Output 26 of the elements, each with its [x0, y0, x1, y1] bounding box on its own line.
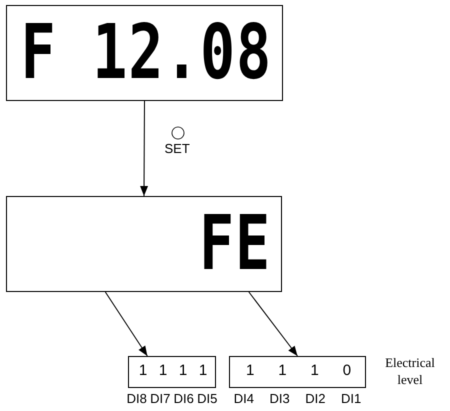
- arrow: [140, 100, 148, 196]
- arrow: [248, 292, 298, 356]
- bit-value: 1: [277, 362, 288, 379]
- input-label: DI2: [304, 391, 326, 406]
- bit-value: 1: [198, 362, 208, 379]
- input-label: DI6: [172, 391, 195, 406]
- bit-value: 1: [178, 362, 188, 379]
- bit-value: 1: [244, 362, 256, 379]
- bit-field-box: [229, 356, 366, 388]
- segment-display-text: FE: [199, 198, 271, 290]
- note-text: Electrical level: [384, 354, 436, 388]
- bit-value: 1: [138, 362, 148, 379]
- input-label: DI5: [196, 391, 218, 406]
- arrow: [104, 292, 148, 356]
- bit-value: 1: [158, 362, 168, 379]
- input-label: DI1: [340, 391, 362, 406]
- bit-value: 0: [342, 362, 352, 379]
- input-label: DI7: [149, 391, 172, 406]
- input-label: DI3: [268, 391, 291, 406]
- segment-display-text: F 12.08: [20, 6, 272, 98]
- input-label: DI4: [232, 391, 255, 406]
- bit-field-box: [128, 356, 216, 388]
- edge-label: SET: [164, 141, 190, 156]
- display-panel: [6, 196, 282, 292]
- input-label: DI8: [126, 391, 148, 406]
- bit-value: 1: [309, 362, 320, 379]
